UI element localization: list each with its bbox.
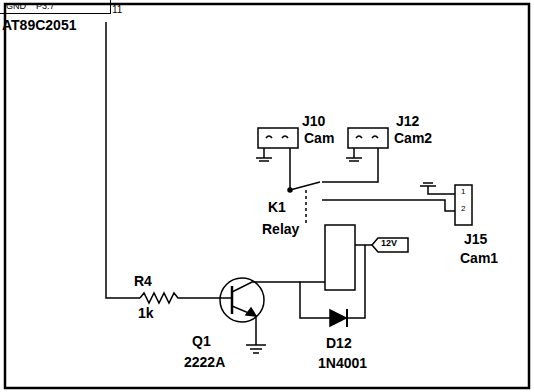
part-name: J12 <box>396 114 419 129</box>
pin-name: GND <box>6 1 26 11</box>
relay-coil <box>325 225 355 290</box>
pin-name: P3.7 <box>36 1 55 11</box>
part-name: K1 <box>268 200 286 215</box>
pin-number: 1 <box>461 188 465 197</box>
voltage-label: 12V <box>381 239 397 249</box>
part-value: Cam <box>304 131 334 146</box>
part-value: Cam1 <box>460 251 498 266</box>
transistor-symbol <box>220 278 264 322</box>
part-value: Relay <box>262 222 299 237</box>
part-name: J10 <box>302 114 325 129</box>
pin-number: 2 <box>461 205 465 214</box>
chip-box: GND P3.7AT89C2051 <box>0 0 111 33</box>
frame-border <box>5 4 529 388</box>
part-name: J15 <box>464 232 487 247</box>
connector <box>258 128 298 148</box>
wire <box>106 22 140 298</box>
resistor-symbol <box>140 293 220 303</box>
chip-name: AT89C2051 <box>0 17 111 33</box>
part-value: 2222A <box>184 355 225 370</box>
pin-row: GND P3.7 <box>0 0 111 14</box>
diode-symbol <box>330 310 346 326</box>
part-value: Cam2 <box>394 131 432 146</box>
part-value: 1N4001 <box>318 356 367 371</box>
part-name: R4 <box>134 274 152 289</box>
part-value: 1k <box>138 306 154 321</box>
part-name: D12 <box>326 336 352 351</box>
connector <box>348 128 388 148</box>
connector <box>455 185 472 225</box>
part-name: Q1 <box>192 334 211 349</box>
pin-number: 11 <box>112 4 122 15</box>
power-tag <box>372 238 408 252</box>
